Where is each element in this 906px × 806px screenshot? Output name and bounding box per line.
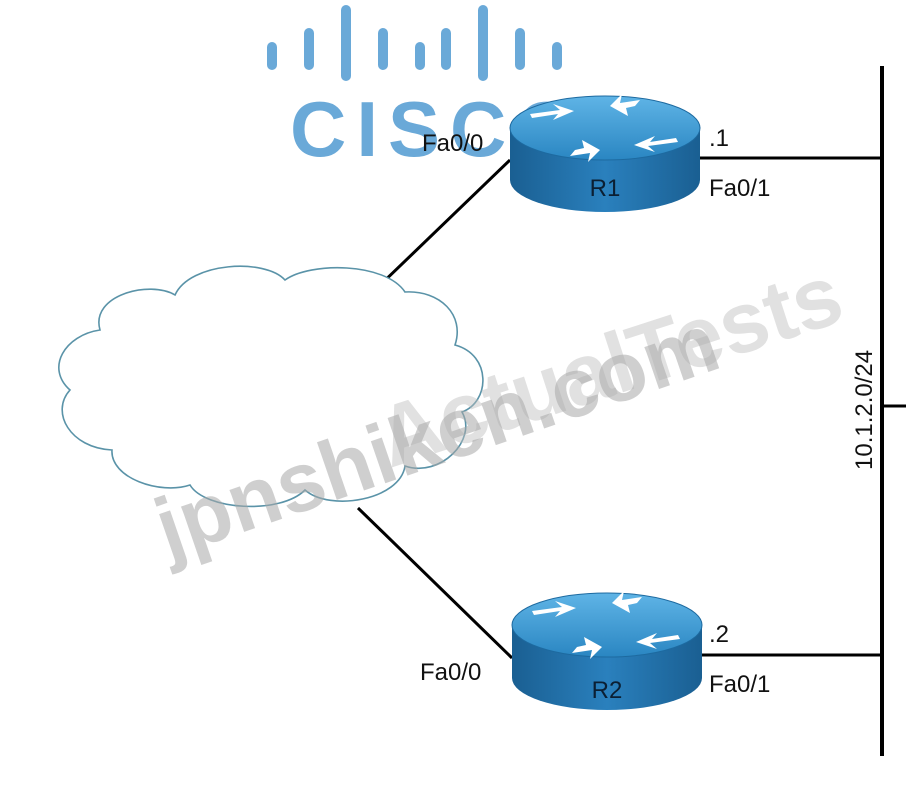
router-r2-top [511, 592, 703, 658]
lan-subnet-label: 10.1.2.0/24 [851, 350, 878, 470]
link-cloud-r1 [373, 158, 512, 292]
r1-wan-interface-label: Fa0/0 [422, 130, 483, 157]
cisco-logo-bars [267, 5, 562, 81]
router-r2[interactable]: R2 [511, 591, 703, 710]
router-arrows-icon [530, 94, 678, 162]
router-r1-top [509, 95, 701, 161]
r2-host-octet: .2 [709, 621, 729, 648]
router-r1-label: R1 [590, 175, 621, 202]
router-arrows-icon [532, 591, 680, 659]
router-r2-label: R2 [592, 677, 623, 704]
wan-cloud [58, 265, 484, 508]
r1-lan-interface-label: Fa0/1 [709, 175, 770, 202]
link-cloud-r2 [356, 506, 514, 660]
router-r1[interactable]: R1 [509, 94, 701, 212]
r2-lan-interface-label: Fa0/1 [709, 671, 770, 698]
r2-wan-interface-label: Fa0/0 [420, 659, 481, 686]
r1-host-octet: .1 [709, 125, 729, 152]
